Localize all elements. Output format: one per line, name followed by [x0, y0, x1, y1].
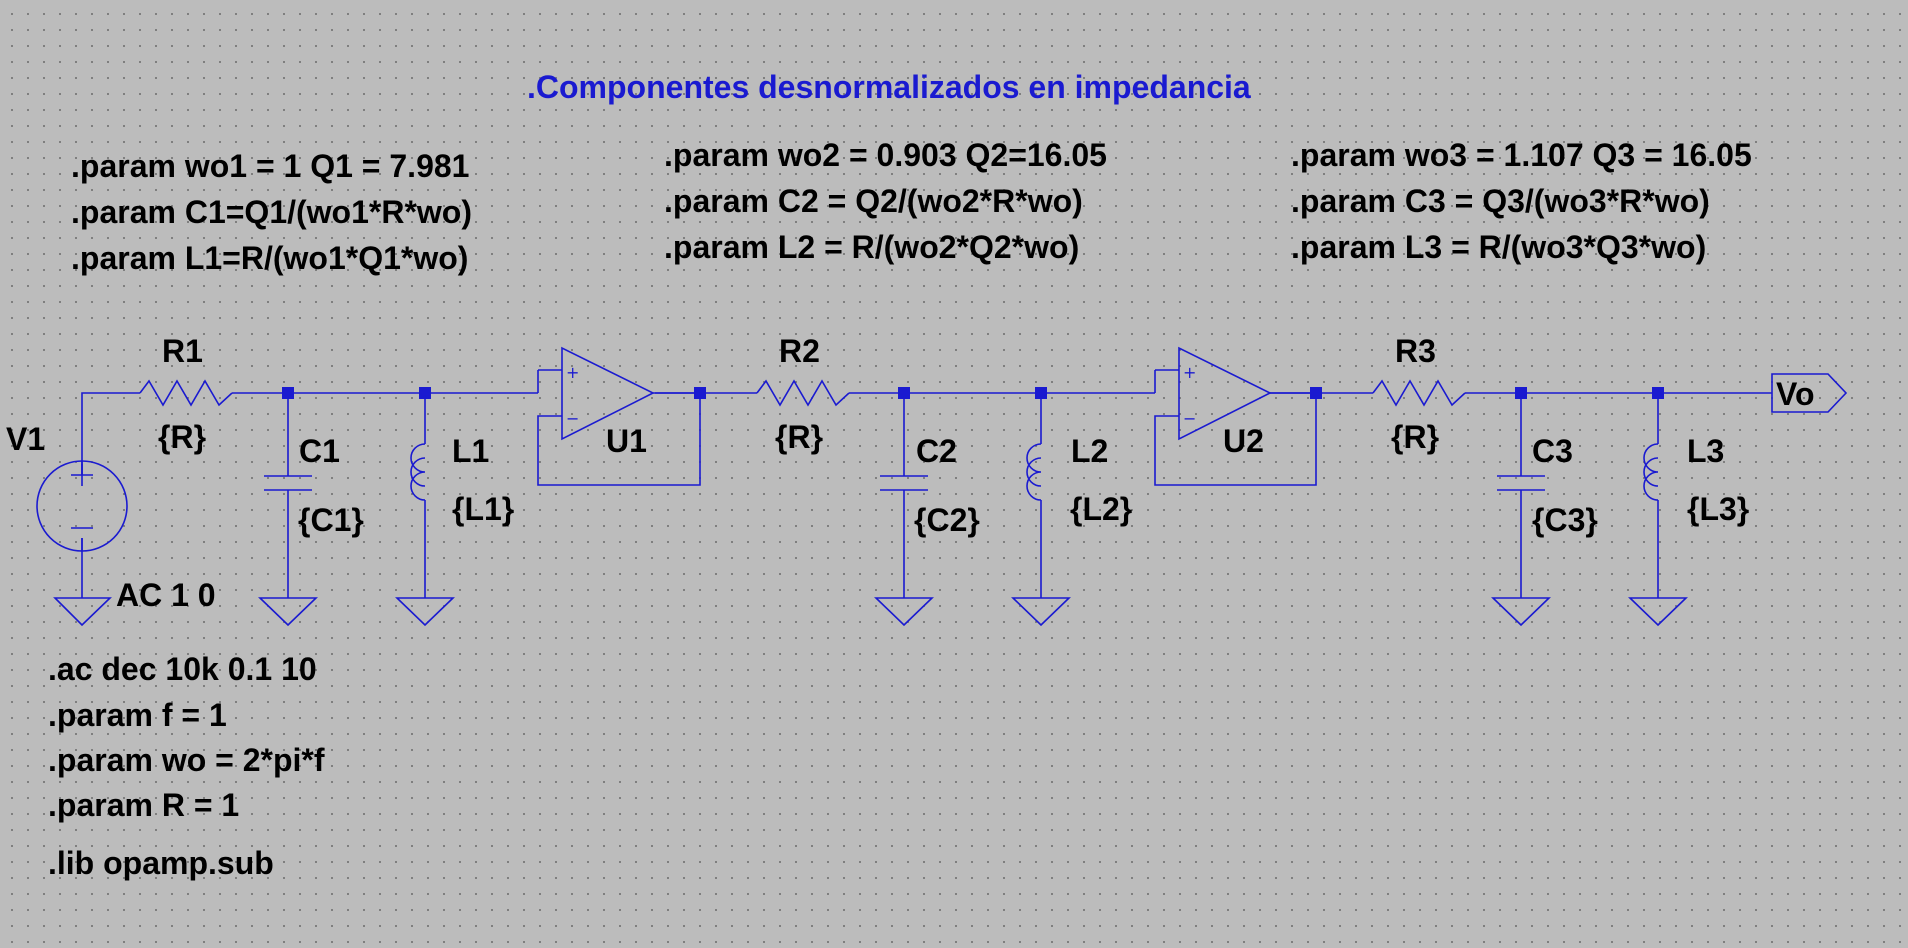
directive-text: .param C1=Q1/(wo1*R*wo) — [71, 194, 472, 230]
directives-stage3: .param wo3 = 1.107 Q3 = 16.05 .param C3 … — [1291, 137, 1752, 265]
ground-icon — [258, 597, 318, 627]
resistor-name: R1 — [162, 333, 203, 369]
junction-dot — [1652, 387, 1664, 399]
resistor-icon — [139, 379, 233, 407]
resistor-value: {R} — [158, 419, 206, 455]
capacitor-value: {C1} — [298, 502, 364, 538]
inductor-value: {L3} — [1687, 491, 1749, 527]
capacitor-value: {C3} — [1532, 502, 1598, 538]
resistor-icon — [756, 379, 850, 407]
junction-dot — [1515, 387, 1527, 399]
capacitor-name: C1 — [299, 433, 340, 469]
directive-text: .param R = 1 — [48, 787, 239, 823]
inductor-l1[interactable]: L1 {L1} — [410, 433, 514, 527]
directive-text: .param L1=R/(wo1*Q1*wo) — [71, 240, 468, 276]
net-label-name: Vo — [1776, 376, 1815, 412]
opamp-u2[interactable]: + − U2 — [1178, 346, 1316, 459]
resistor-name: R2 — [779, 333, 820, 369]
grounds — [53, 597, 1688, 627]
resistor-value: {R} — [775, 419, 823, 455]
opamp-triangle-icon — [561, 346, 655, 441]
ground-icon — [874, 597, 934, 627]
inductor-name: L2 — [1071, 433, 1108, 469]
resistor-value: {R} — [1391, 419, 1439, 455]
directive-text: .param L2 = R/(wo2*Q2*wo) — [664, 229, 1079, 265]
opamp-u1[interactable]: + − U1 — [561, 346, 700, 459]
inductor-l2[interactable]: L2 {L2} — [1026, 433, 1132, 527]
plus-icon: + — [1183, 363, 1196, 382]
source-value: AC 1 0 — [116, 577, 216, 613]
junction-dot — [1035, 387, 1047, 399]
resistor-r1[interactable]: R1 {R} — [139, 333, 233, 455]
directive-text: .param C3 = Q3/(wo3*R*wo) — [1291, 183, 1710, 219]
directive-text: .ac dec 10k 0.1 10 — [48, 651, 317, 687]
wires — [81, 369, 1772, 598]
capacitor-name: C3 — [1532, 433, 1573, 469]
directive-text: .param C2 = Q2/(wo2*R*wo) — [664, 183, 1083, 219]
directive-text: .lib opamp.sub — [48, 845, 274, 881]
capacitor-c1[interactable]: C1 {C1} — [264, 433, 364, 538]
directives-stage1: .param wo1 = 1 Q1 = 7.981 .param C1=Q1/(… — [71, 148, 472, 276]
directive-text: .param L3 = R/(wo3*Q3*wo) — [1291, 229, 1706, 265]
capacitor-value: {C2} — [914, 502, 980, 538]
inductor-name: L3 — [1687, 433, 1724, 469]
capacitor-c2[interactable]: C2 {C2} — [880, 433, 980, 538]
output-label-vo[interactable]: Vo — [1771, 373, 1848, 413]
inductor-value: {L1} — [452, 491, 514, 527]
directive-text: .param wo2 = 0.903 Q2=16.05 — [664, 137, 1107, 173]
schematic-title: .Componentes desnormalizados en impedanc… — [527, 69, 1251, 105]
wire — [1154, 393, 1317, 486]
directives-simulation: .ac dec 10k 0.1 10 .param f = 1 .param w… — [48, 651, 325, 881]
opamp-name: U2 — [1223, 423, 1264, 459]
opamp-name: U1 — [606, 423, 647, 459]
resistor-r2[interactable]: R2 {R} — [756, 333, 850, 455]
wire — [537, 393, 701, 486]
capacitor-name: C2 — [916, 433, 957, 469]
directive-text: .param wo = 2*pi*f — [48, 742, 325, 778]
inductor-value: {L2} — [1070, 491, 1132, 527]
inductor-l3[interactable]: L3 {L3} — [1643, 433, 1749, 527]
directives-stage2: .param wo2 = 0.903 Q2=16.05 .param C2 = … — [664, 137, 1107, 265]
voltage-source-v1[interactable]: V1 AC 1 0 — [6, 421, 216, 613]
source-name: V1 — [6, 421, 45, 457]
resistor-name: R3 — [1395, 333, 1436, 369]
ground-icon — [1628, 597, 1688, 627]
ground-icon — [1011, 597, 1071, 627]
ground-icon — [53, 597, 112, 627]
directive-text: .param wo1 = 1 Q1 = 7.981 — [71, 148, 469, 184]
junction-dot — [419, 387, 431, 399]
inductor-name: L1 — [452, 433, 489, 469]
inductor-coil-icon — [410, 443, 426, 501]
net-label-flag-icon — [1771, 373, 1848, 413]
resistor-icon — [1372, 379, 1466, 407]
ground-icon — [395, 597, 455, 627]
inductor-coil-icon — [1026, 443, 1042, 501]
capacitor-c3[interactable]: C3 {C3} — [1497, 433, 1598, 538]
junction-dot — [282, 387, 294, 399]
directive-text: .param wo3 = 1.107 Q3 = 16.05 — [1291, 137, 1752, 173]
opamp-triangle-icon — [1178, 346, 1272, 441]
plus-icon: + — [566, 363, 579, 382]
junction-dot — [898, 387, 910, 399]
ground-icon — [1491, 597, 1551, 627]
minus-icon: − — [1183, 409, 1196, 428]
inductor-coil-icon — [1643, 443, 1659, 501]
wire — [81, 392, 140, 475]
directive-text: .param f = 1 — [48, 697, 227, 733]
resistor-r3[interactable]: R3 {R} — [1372, 333, 1466, 455]
minus-icon: − — [566, 409, 579, 428]
